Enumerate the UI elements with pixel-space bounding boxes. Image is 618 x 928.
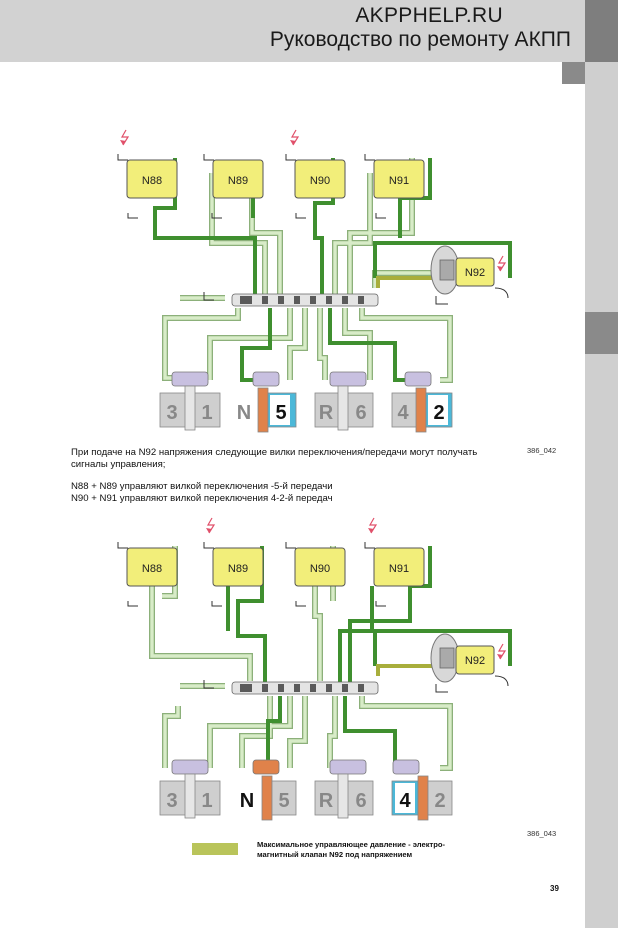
page-number: 39	[550, 884, 559, 893]
gear-block-31: 3 1	[159, 385, 221, 431]
gear-6-2: 6	[355, 790, 366, 812]
gear-5-2: 5	[278, 790, 289, 812]
valve-label-n90-2: N90	[310, 563, 330, 575]
valve-label-n89-2: N89	[228, 563, 248, 575]
valve-n89: N89	[203, 154, 264, 219]
gear-6: 6	[355, 402, 366, 424]
valve-label-n88-2: N88	[142, 563, 162, 575]
figure-code-2: 386_043	[527, 829, 557, 838]
gear-block-r6: R 6	[314, 385, 374, 431]
hydraulic-diagram-1: N88 N89 N90 N91 N92	[117, 129, 512, 433]
valve-n92-2: N92	[430, 633, 506, 693]
valve-n89-2: N89	[203, 517, 264, 607]
gear-4-2: 4	[399, 790, 411, 812]
gear-3: 3	[166, 402, 177, 424]
valve-n90-2: N90	[285, 542, 346, 607]
gear-r: R	[319, 402, 334, 424]
page-header: AKPPHELP.RU Руководство по ремонту АКПП	[0, 0, 585, 62]
paragraph-n88-n89: N88 + N89 управляют вилкой переключения …	[71, 481, 333, 492]
gear-2: 2	[433, 402, 444, 424]
hydraulic-diagram-2: N88 N89 N90 N91 N92	[117, 517, 512, 821]
legend-text: Максимальное управляющее давление - элек…	[257, 840, 446, 859]
gear-block-42-2: 4 2	[391, 775, 453, 821]
gear-n-2: N	[240, 790, 254, 812]
paragraph-n90-n91: N90 + N91 управляют вилкой переключения …	[71, 493, 333, 504]
valve-n92: N92	[430, 245, 506, 305]
valve-label-n92: N92	[465, 267, 485, 279]
valve-label-n89: N89	[228, 175, 248, 187]
right-bar-top-block	[585, 0, 618, 62]
paragraph-intro: При подаче на N92 напряжения следующие в…	[71, 447, 478, 470]
figure-code-1: 386_042	[527, 446, 557, 455]
gear-block-31-2: 3 1	[159, 773, 221, 819]
gear-2-2: 2	[434, 790, 445, 812]
valve-label-n88: N88	[142, 175, 162, 187]
right-margin-bar	[585, 0, 618, 928]
gear-5: 5	[275, 402, 286, 424]
valve-n91-2: N91	[364, 517, 425, 607]
gear-3-2: 3	[166, 790, 177, 812]
header-subtitle: Руководство по ремонту АКПП	[269, 28, 571, 51]
site-name: AKPPHELP.RU	[355, 4, 503, 27]
section-tab-mark	[562, 62, 585, 84]
valve-label-n91: N91	[389, 175, 409, 187]
gear-n: N	[237, 402, 251, 424]
right-bar-tab-block	[585, 312, 618, 354]
valve-n88: N88	[117, 129, 178, 219]
valve-label-n91-2: N91	[389, 563, 409, 575]
gear-block-n5-2: N 5	[240, 775, 297, 821]
valve-n91: N91	[364, 154, 425, 219]
gear-r-2: R	[319, 790, 334, 812]
gear-4: 4	[397, 402, 409, 424]
gear-block-42: 4 2	[391, 387, 453, 433]
valve-label-n90: N90	[310, 175, 330, 187]
gear-1: 1	[201, 402, 212, 424]
valve-n90: N90	[285, 129, 346, 219]
gear-1-2: 1	[201, 790, 212, 812]
gear-block-r6-2: R 6	[314, 773, 374, 819]
valve-label-n92-2: N92	[465, 655, 485, 667]
legend-swatch	[192, 843, 238, 855]
valve-n88-2: N88	[117, 542, 178, 607]
gear-block-n5: N 5	[237, 387, 297, 433]
